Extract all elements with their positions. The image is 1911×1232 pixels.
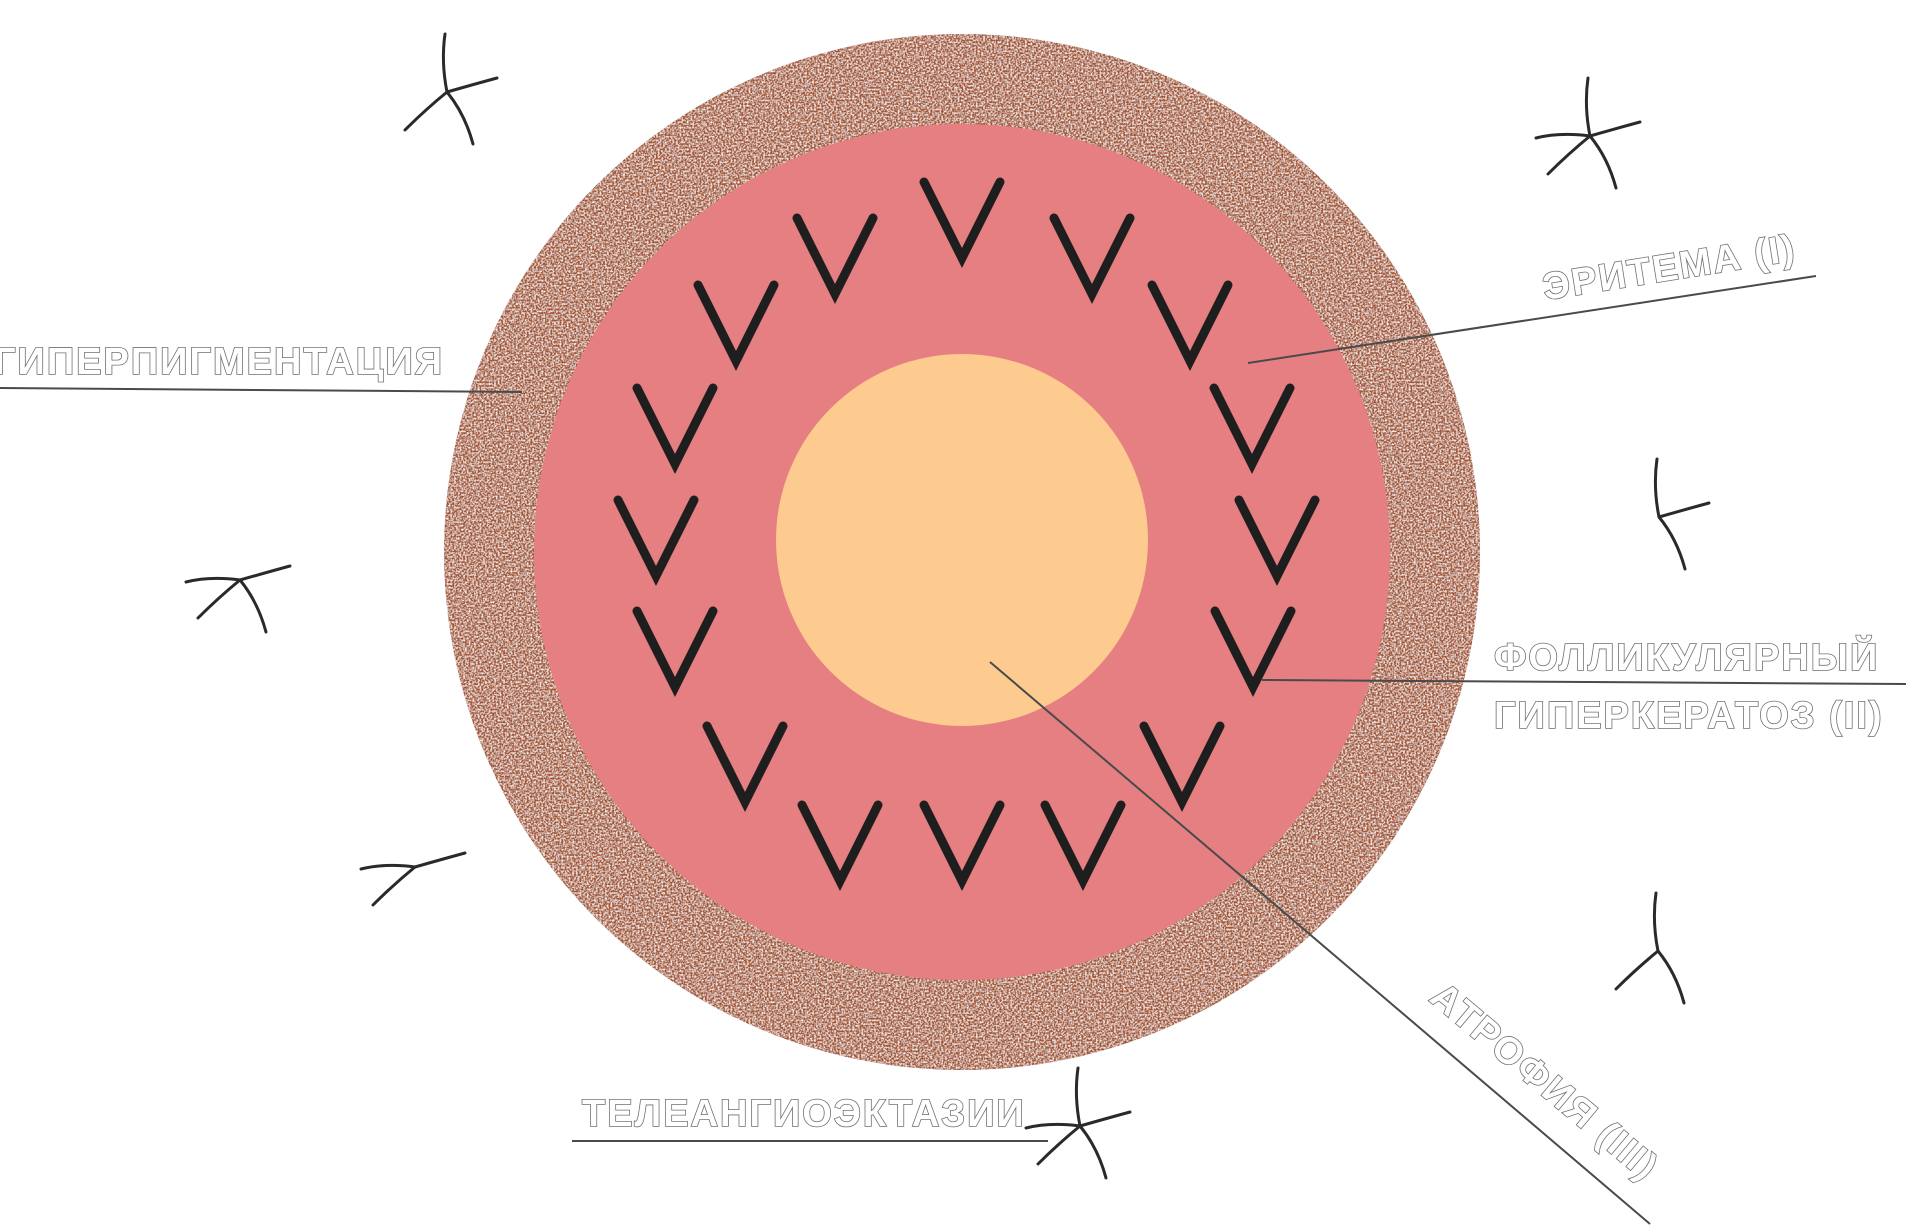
hyperpigmentation-label: ГИПЕРПИГМЕНТАЦИЯ (0, 341, 444, 383)
hyperpigmentation-underline (0, 388, 522, 392)
telangiectasia-label: ТЕЛЕАНГИОЭКТАЗИИ (582, 1093, 1026, 1135)
vessel-spider-icon (186, 566, 290, 632)
vessel-spider-icon (1026, 1068, 1130, 1178)
vessel-spider-icon (1655, 459, 1709, 569)
follicular-label-line1: ФОЛЛИКУЛЯРНЫЙ (1494, 634, 1879, 679)
follicular-label-line2: ГИПЕРКЕРАТОЗ (II) (1494, 695, 1884, 737)
erythema-label: ЭРИТЕМА (I) (1540, 227, 1799, 308)
vessel-spider-icon (1616, 893, 1684, 1003)
atrophy-center (776, 354, 1148, 726)
vessel-spider-icon (1536, 78, 1640, 188)
vessel-spider-icon (361, 853, 465, 905)
vessel-spider-icon (405, 34, 497, 144)
atrophy-label: АТРОФИЯ (III) (1422, 975, 1666, 1190)
